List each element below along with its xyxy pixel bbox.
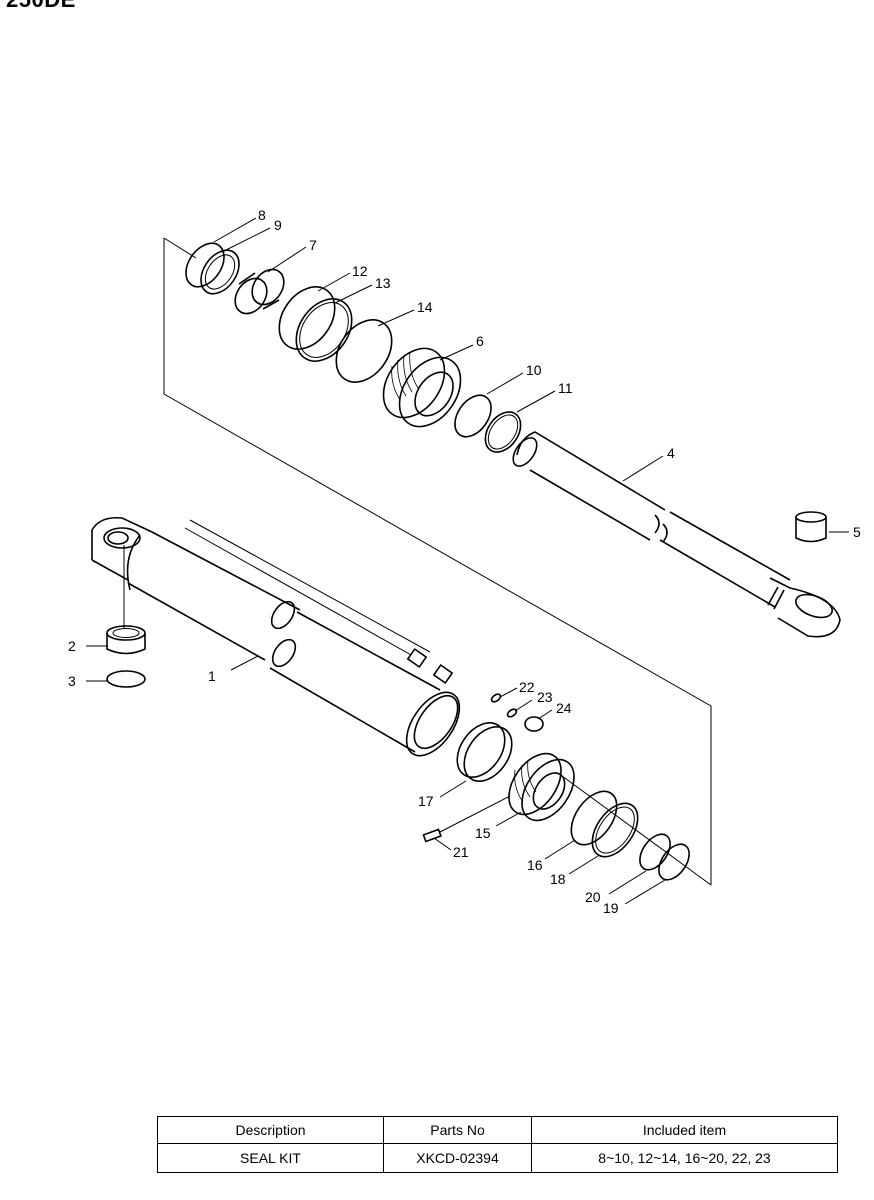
part-1-cylinder-tube: [91, 516, 461, 757]
callout-9: 9: [274, 217, 282, 233]
cell-description: SEAL KIT: [157, 1143, 384, 1173]
part-4-piston-rod: [512, 431, 841, 638]
model-label: 250DE: [6, 0, 76, 13]
part-21-set-screw: [422, 828, 442, 843]
part-22-23-o-rings: [490, 693, 518, 718]
callout-16: 16: [527, 857, 543, 873]
cell-included-item: 8~10, 12~14, 16~20, 22, 23: [531, 1143, 838, 1173]
callout-21: 21: [453, 844, 469, 860]
callout-20: 20: [585, 889, 601, 905]
callout-13: 13: [375, 275, 391, 291]
part-3-snap-ring: [106, 670, 146, 688]
column-header-description: Description: [157, 1116, 384, 1144]
callout-24: 24: [556, 700, 572, 716]
part-24-plug: [524, 716, 544, 732]
cell-parts-no: XKCD-02394: [383, 1143, 532, 1173]
callout-11: 11: [558, 380, 573, 396]
callout-18: 18: [550, 871, 566, 887]
callout-leaders: [86, 217, 849, 905]
group-boundary: [163, 238, 712, 885]
callout-7: 7: [309, 237, 317, 253]
callout-23: 23: [537, 689, 553, 705]
group-boundary-bottom: [557, 772, 712, 886]
callout-3: 3: [68, 673, 76, 689]
column-header-parts-no: Parts No: [383, 1116, 532, 1144]
part-8-9-rings: [185, 242, 240, 295]
group-boundary-top: [163, 237, 197, 259]
part-6-rod-cover: [382, 347, 462, 428]
callout-4: 4: [667, 445, 675, 461]
part-11-snap-ring: [484, 411, 522, 453]
callout-8: 8: [258, 207, 266, 223]
callout-6: 6: [476, 333, 484, 349]
callout-14: 14: [417, 299, 433, 315]
callout-15: 15: [475, 825, 491, 841]
callout-12: 12: [352, 263, 368, 279]
table-row: SEAL KIT XKCD-02394 8~10, 12~14, 16~20, …: [157, 1143, 838, 1173]
part-10-ring: [454, 394, 492, 438]
callout-5: 5: [853, 524, 861, 540]
callout-2: 2: [68, 638, 76, 654]
callout-labels: 1 2 3 4 5 6 7 8 9 10 11 12 13 14 15 16 1…: [68, 207, 861, 916]
part-17-ring: [456, 722, 513, 782]
leader-screw: [439, 795, 511, 833]
seal-kit-table: Description Parts No Included item SEAL …: [157, 1116, 838, 1173]
callout-19: 19: [603, 900, 619, 916]
column-header-included-item: Included item: [531, 1116, 838, 1144]
part-7-bushing: [234, 268, 285, 315]
part-19-20-rings: [639, 833, 690, 881]
callout-22: 22: [519, 679, 535, 695]
table-header-row: Description Parts No Included item: [157, 1116, 838, 1144]
part-15-piston: [508, 752, 575, 822]
part-2-bushing: [106, 625, 146, 655]
callout-1: 1: [208, 668, 216, 684]
part-5-bushing: [795, 511, 827, 543]
callout-10: 10: [526, 362, 542, 378]
part-16-18-rings: [570, 790, 639, 858]
callout-17: 17: [418, 793, 434, 809]
